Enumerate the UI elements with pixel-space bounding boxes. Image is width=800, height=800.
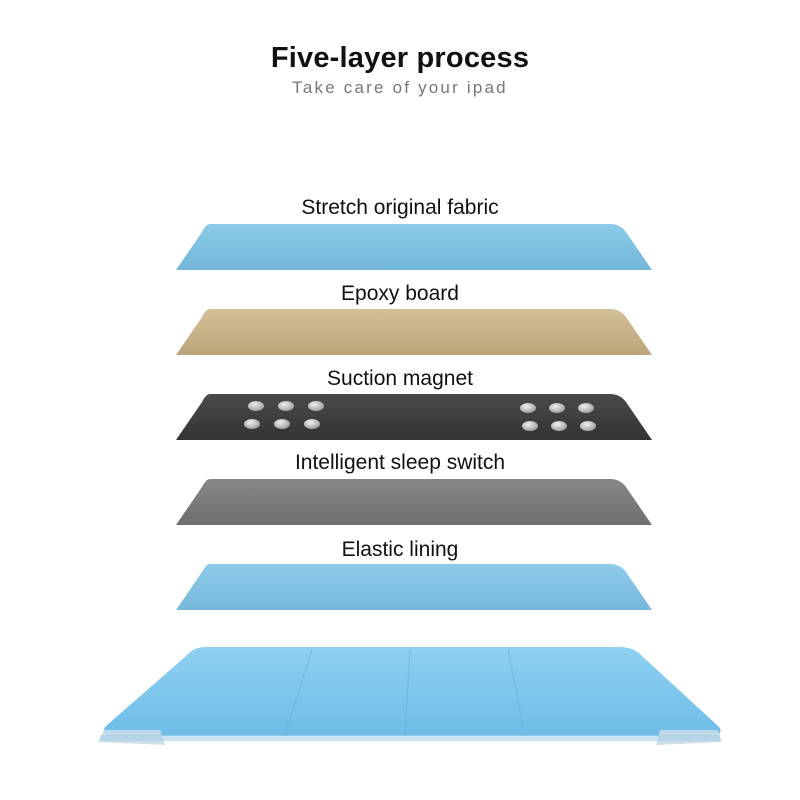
layer-label-lining: Elastic lining bbox=[341, 538, 459, 561]
fabric-layer bbox=[176, 224, 652, 270]
layer-label-epoxy: Epoxy board bbox=[341, 282, 459, 305]
page-subtitle: Take care of your ipad bbox=[292, 78, 508, 97]
epoxy-board-layer bbox=[176, 309, 652, 355]
sleep-switch-layer bbox=[176, 479, 652, 525]
page-title: Five-layer process bbox=[270, 42, 530, 74]
finished-case bbox=[98, 647, 722, 745]
layer-label-magnet: Suction magnet bbox=[327, 367, 473, 390]
layer-label-fabric: Stretch original fabric bbox=[301, 196, 499, 219]
magnet-dots-right bbox=[520, 403, 596, 431]
layer-label-sleep-switch: Intelligent sleep switch bbox=[294, 451, 506, 474]
lining-layer bbox=[176, 564, 652, 610]
magnet-layer bbox=[176, 394, 652, 440]
magnet-dots-left bbox=[244, 401, 324, 429]
